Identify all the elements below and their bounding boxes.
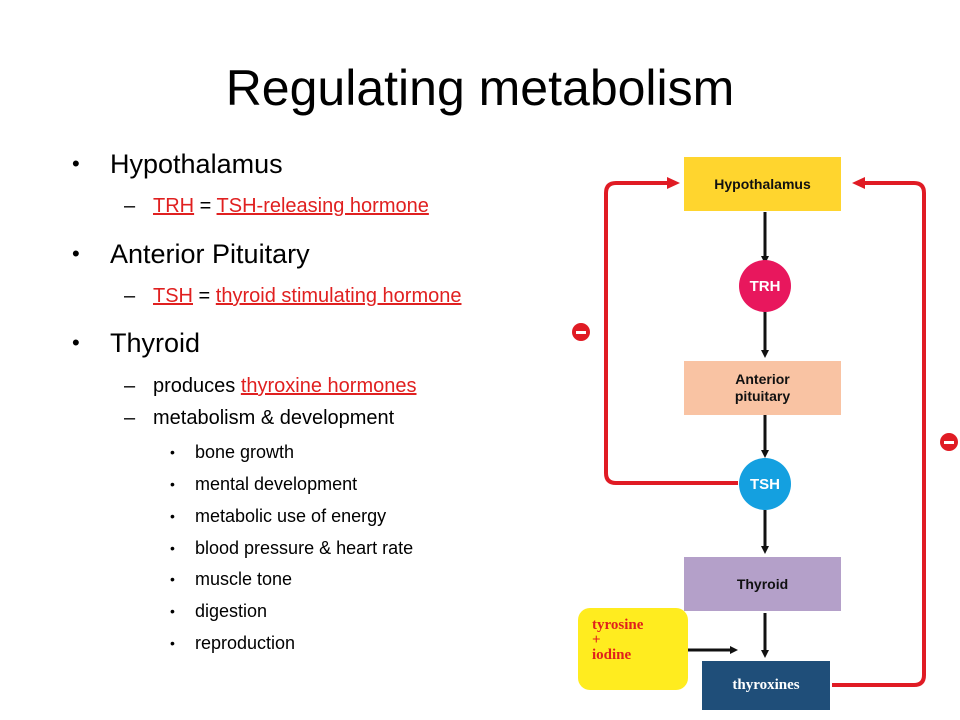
produces-prefix: produces <box>153 375 241 397</box>
bullet-dot: • <box>170 444 175 460</box>
list-item: bone growth <box>195 442 295 462</box>
thyroxines-box: thyroxines <box>702 661 830 710</box>
bullet-dot: • <box>170 603 175 619</box>
hypothalamus-box: Hypothalamus <box>684 157 841 211</box>
pituitary-label-line1: Anterior <box>735 371 790 387</box>
feedback-loop-right <box>832 177 926 687</box>
plus-label: + <box>592 632 601 648</box>
thyroid-box: Thyroid <box>684 557 841 611</box>
feedback-diagram: Hypothalamus TRH Anterior pituitary TSH … <box>560 140 960 720</box>
sub-produces: produces thyroxine hormones <box>153 374 417 398</box>
bullet-list: • Hypothalamus – TRH = TSH-releasing hor… <box>72 149 461 653</box>
slide-title: Regulating metabolism <box>225 60 735 116</box>
list-item: muscle tone <box>195 569 293 589</box>
bullet-thyroid: Thyroid <box>110 328 201 358</box>
bullet-hypothalamus: Hypothalamus <box>110 149 283 179</box>
trh-equals: = <box>194 195 217 217</box>
negative-feedback-icon <box>940 433 958 451</box>
list-item: blood pressure & heart rate <box>195 538 414 558</box>
diagram-connectors <box>604 177 926 687</box>
tyrosine-iodine-label: tyrosine + iodine <box>592 618 682 663</box>
feedback-loop-left <box>604 177 738 485</box>
bullet-dot: • <box>170 508 175 524</box>
negative-feedback-icon <box>572 323 590 341</box>
bullet-dot: • <box>170 635 175 651</box>
bullet-anterior-pituitary: Anterior Pituitary <box>110 239 310 269</box>
bullet-dot: • <box>170 476 175 492</box>
tsh-full-link[interactable]: thyroid stimulating hormone <box>215 285 462 307</box>
thyroxine-hormones-link[interactable]: thyroxine hormones <box>240 375 417 397</box>
tyrosine-iodine-box <box>578 608 688 690</box>
tyrosine-label: tyrosine <box>592 617 644 633</box>
trh-full-link[interactable]: TSH-releasing hormone <box>216 195 429 217</box>
bullet-dot: • <box>72 330 80 355</box>
bullet-dot: • <box>170 540 175 556</box>
sub-trh: TRH = TSH-releasing hormone <box>153 194 429 218</box>
tsh-equals: = <box>193 285 216 307</box>
anterior-pituitary-box: Anterior pituitary <box>684 361 841 415</box>
list-item: reproduction <box>195 633 296 653</box>
bullet-dot: • <box>72 151 80 176</box>
list-item: digestion <box>195 601 268 621</box>
sub-dash: – <box>124 407 136 429</box>
trh-link[interactable]: TRH <box>153 195 195 217</box>
sub-dash: – <box>124 285 136 307</box>
list-item: mental development <box>195 474 358 494</box>
sub-dash: – <box>124 375 136 397</box>
pituitary-label-line2: pituitary <box>734 388 791 404</box>
tsh-link[interactable]: TSH <box>153 285 193 307</box>
tsh-circle: TSH <box>739 458 791 510</box>
sub-metabolism: metabolism & development <box>153 407 395 429</box>
sub-tsh: TSH = thyroid stimulating hormone <box>153 284 461 308</box>
sub-dash: – <box>124 195 136 217</box>
trh-circle: TRH <box>739 260 791 312</box>
iodine-label: iodine <box>592 647 632 663</box>
bullet-dot: • <box>170 571 175 587</box>
bullet-dot: • <box>72 241 80 266</box>
list-item: metabolic use of energy <box>195 506 387 526</box>
